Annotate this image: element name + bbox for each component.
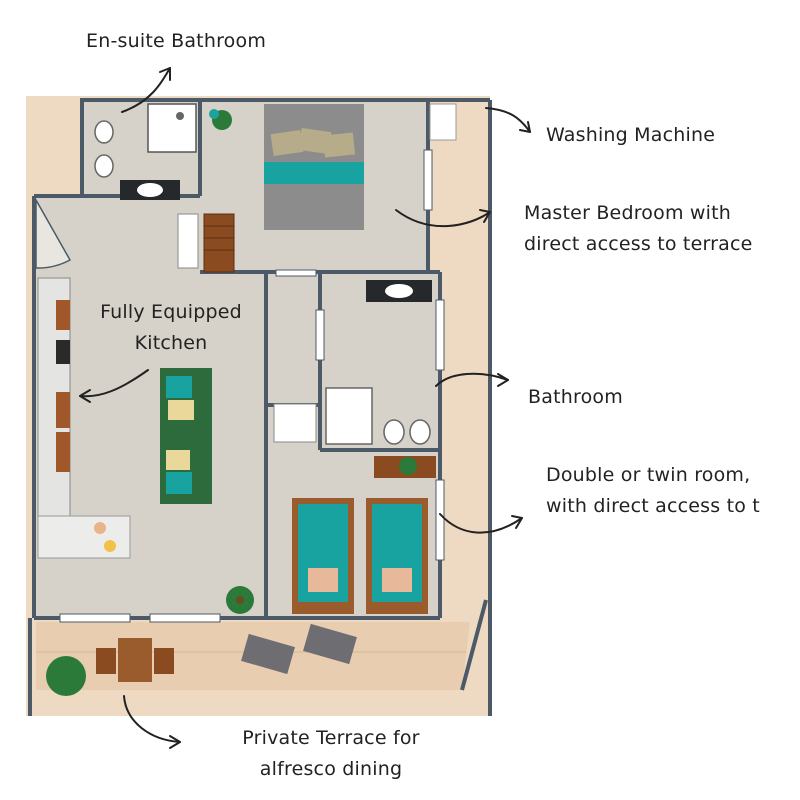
entrance-door bbox=[35, 197, 72, 269]
kitchen-line-2: Kitchen bbox=[134, 332, 208, 354]
arrows bbox=[79, 67, 531, 749]
label-ensuite-bathroom: En-suite Bathroom bbox=[86, 26, 266, 57]
arrow-double-room bbox=[439, 513, 523, 534]
label-master-bedroom: Master Bedroom with direct access to ter… bbox=[524, 198, 753, 260]
arrow-master-bedroom bbox=[395, 209, 491, 228]
label-bathroom: Bathroom bbox=[528, 382, 623, 413]
arrow-bathroom bbox=[435, 372, 509, 387]
bathroom-fixtures bbox=[273, 280, 432, 445]
terrace-line-2: alfresco dining bbox=[259, 758, 403, 780]
windows bbox=[59, 149, 445, 623]
plant-ensuite bbox=[209, 109, 232, 130]
master-bed bbox=[264, 104, 364, 230]
arrow-washing-machine bbox=[485, 107, 531, 133]
arrow-terrace bbox=[123, 695, 181, 743]
sofa bbox=[160, 368, 212, 504]
plant-living bbox=[226, 586, 254, 614]
arrow-ensuite bbox=[121, 67, 171, 113]
label-double-twin-room: Double or twin room, with direct access … bbox=[546, 460, 760, 522]
master-bedroom-line-2: direct access to terrace bbox=[524, 233, 753, 255]
label-kitchen: Fully Equipped Kitchen bbox=[88, 297, 254, 359]
label-washing-machine: Washing Machine bbox=[546, 120, 715, 151]
double-room-line-2: with direct access to t bbox=[546, 495, 760, 517]
ensuite-fixtures bbox=[94, 103, 235, 273]
twin-beds bbox=[292, 456, 436, 614]
kitchen-line-1: Fully Equipped bbox=[100, 301, 242, 323]
bathroom-text: Bathroom bbox=[528, 386, 623, 408]
arrow-kitchen bbox=[79, 369, 149, 398]
label-private-terrace: Private Terrace for alfresco dining bbox=[204, 723, 458, 785]
master-bedroom-line-1: Master Bedroom with bbox=[524, 202, 732, 224]
washing-machine-text: Washing Machine bbox=[546, 124, 716, 146]
terrace-line-1: Private Terrace for bbox=[242, 727, 420, 749]
terrace-furniture bbox=[46, 623, 357, 696]
double-room-line-1: Double or twin room, bbox=[546, 464, 751, 486]
washing-machine bbox=[429, 103, 457, 141]
kitchen-counter bbox=[37, 277, 131, 559]
ensuite-text: En-suite Bathroom bbox=[86, 30, 267, 52]
